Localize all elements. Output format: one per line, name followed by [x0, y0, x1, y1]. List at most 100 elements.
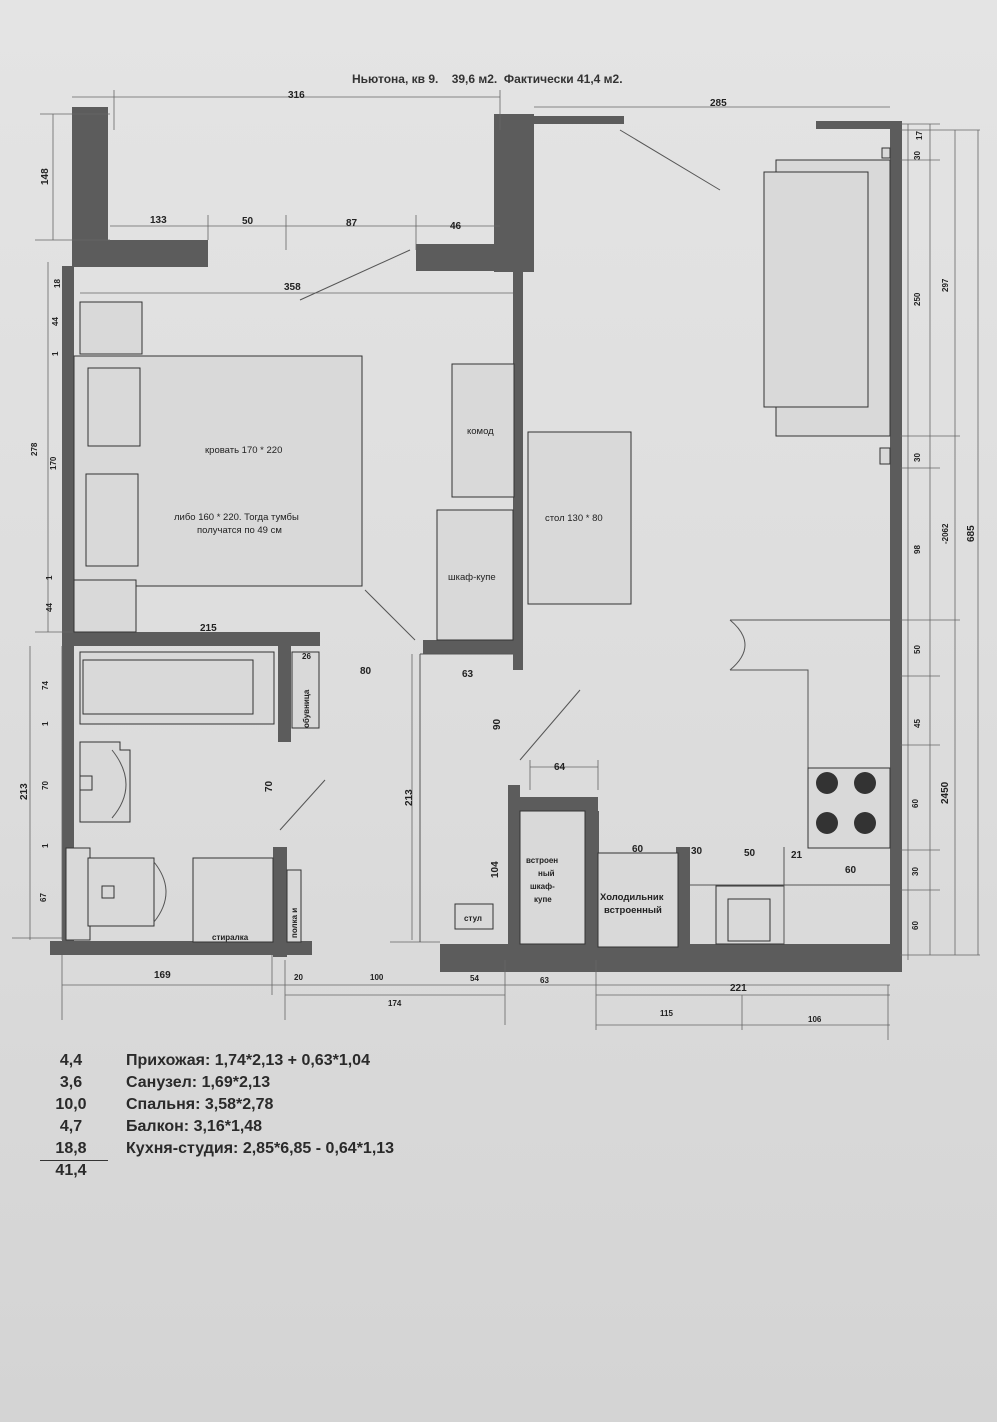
svg-text:285: 285	[710, 98, 727, 109]
svg-text:70: 70	[264, 780, 275, 792]
summary-text: Спальня: 3,58*2,78	[126, 1096, 274, 1113]
svg-text:20: 20	[294, 973, 303, 982]
svg-text:50: 50	[242, 216, 254, 227]
svg-text:2450: 2450	[940, 781, 951, 804]
svg-text:17: 17	[915, 131, 924, 140]
summary-value: 4,4	[59, 1052, 83, 1069]
svg-text:30: 30	[913, 453, 922, 462]
svg-text:60: 60	[632, 844, 644, 855]
svg-text:30: 30	[911, 867, 920, 876]
svg-text:297: 297	[941, 278, 950, 292]
svg-text:1: 1	[41, 721, 50, 726]
svg-text:170: 170	[49, 456, 58, 470]
svg-text:45: 45	[913, 719, 922, 728]
svg-text:104: 104	[490, 861, 501, 878]
dimension-labels: 316 285 148 133 50 87 46 358 215 80 63 9…	[19, 90, 977, 1024]
summary-text: Балкон: 3,16*1,48	[126, 1118, 263, 1135]
svg-text:встроен: встроен	[526, 856, 558, 865]
svg-text:115: 115	[660, 1009, 673, 1018]
svg-text:30: 30	[913, 151, 922, 160]
summary-text: Прихожая: 1,74*2,13 + 0,63*1,04	[126, 1052, 370, 1069]
svg-text:358: 358	[284, 282, 301, 293]
svg-text:50: 50	[744, 848, 756, 859]
floor-plan: Ньютона, кв 9. 39,6 м2. Фактически 41,4 …	[12, 72, 980, 1040]
svg-text:54: 54	[470, 974, 479, 983]
svg-text:встроенный: встроенный	[604, 905, 662, 916]
svg-text:ный: ный	[538, 869, 555, 878]
svg-text:87: 87	[346, 218, 358, 229]
dimension-lines	[12, 90, 980, 1040]
svg-text:148: 148	[40, 168, 51, 185]
svg-text:80: 80	[360, 666, 372, 677]
svg-text:70: 70	[41, 781, 50, 790]
svg-text:316: 316	[288, 90, 305, 101]
svg-text:30: 30	[691, 846, 703, 857]
svg-text:74: 74	[41, 681, 50, 690]
chair	[454, 903, 494, 930]
washing-machine	[192, 857, 274, 943]
furniture	[65, 129, 891, 948]
svg-text:60: 60	[845, 865, 857, 876]
summary-text: Кухня-студия: 2,85*6,85 - 0,64*1,13	[126, 1140, 395, 1157]
furniture-labels: кровать 170 * 220 либо 160 * 220. Тогда …	[174, 426, 664, 942]
svg-text:получатся по 49 см: получатся по 49 см	[197, 525, 282, 536]
summary-text: Санузел: 1,69*2,13	[126, 1074, 271, 1091]
summary-total: 41,4	[55, 1162, 87, 1179]
builtin-wardrobe	[519, 810, 586, 945]
svg-text:213: 213	[19, 783, 30, 800]
summary-value: 4,7	[59, 1118, 83, 1135]
svg-text:98: 98	[913, 545, 922, 554]
svg-text:комод: комод	[467, 426, 494, 437]
svg-text:18: 18	[53, 279, 62, 288]
svg-text:250: 250	[913, 292, 922, 306]
svg-text:44: 44	[51, 317, 60, 326]
svg-text:1: 1	[51, 351, 60, 356]
svg-text:90: 90	[492, 718, 503, 730]
svg-text:шкаф-: шкаф-	[530, 882, 555, 891]
svg-text:кровать 170 * 220: кровать 170 * 220	[205, 445, 282, 456]
svg-text:либо 160 * 220. Тогда тумбы: либо 160 * 220. Тогда тумбы	[174, 512, 299, 523]
summary-value: 10,0	[55, 1096, 87, 1113]
plan-title: Ньютона, кв 9. 39,6 м2. Фактически 41,4 …	[352, 72, 623, 86]
svg-text:1: 1	[41, 843, 50, 848]
svg-text:106: 106	[808, 1015, 822, 1024]
svg-text:-2062: -2062	[941, 523, 950, 544]
svg-text:21: 21	[791, 850, 803, 861]
svg-text:полка и: полка и	[290, 908, 299, 938]
svg-text:46: 46	[450, 221, 462, 232]
svg-text:26: 26	[302, 652, 311, 661]
sum-divider	[40, 1160, 108, 1161]
svg-text:133: 133	[150, 215, 167, 226]
wardrobe	[436, 509, 514, 641]
svg-text:278: 278	[30, 442, 39, 456]
svg-text:64: 64	[554, 762, 566, 773]
svg-text:221: 221	[730, 983, 747, 994]
svg-text:169: 169	[154, 970, 171, 981]
svg-text:215: 215	[200, 623, 217, 634]
svg-text:стиралка: стиралка	[212, 933, 249, 942]
svg-text:купе: купе	[534, 895, 552, 904]
svg-text:50: 50	[913, 645, 922, 654]
dresser	[451, 363, 515, 498]
svg-text:шкаф-купе: шкаф-купе	[448, 572, 496, 583]
svg-text:стул: стул	[464, 914, 482, 923]
svg-text:63: 63	[462, 669, 474, 680]
shoe-rack	[291, 651, 320, 729]
summary-value: 18,8	[55, 1140, 87, 1157]
svg-text:44: 44	[45, 603, 54, 612]
svg-text:1: 1	[45, 575, 54, 580]
svg-text:Холодильник: Холодильник	[600, 892, 664, 903]
svg-text:67: 67	[39, 893, 48, 902]
dining-table	[527, 431, 632, 605]
svg-text:63: 63	[540, 976, 549, 985]
svg-text:обувница: обувница	[302, 689, 311, 728]
svg-text:174: 174	[388, 999, 402, 1008]
walls	[50, 107, 902, 972]
svg-text:стол 130 * 80: стол 130 * 80	[545, 513, 603, 524]
summary-value: 3,6	[59, 1074, 83, 1091]
svg-text:60: 60	[911, 921, 920, 930]
svg-text:685: 685	[966, 525, 977, 542]
fridge	[597, 852, 679, 948]
svg-text:213: 213	[404, 789, 415, 806]
